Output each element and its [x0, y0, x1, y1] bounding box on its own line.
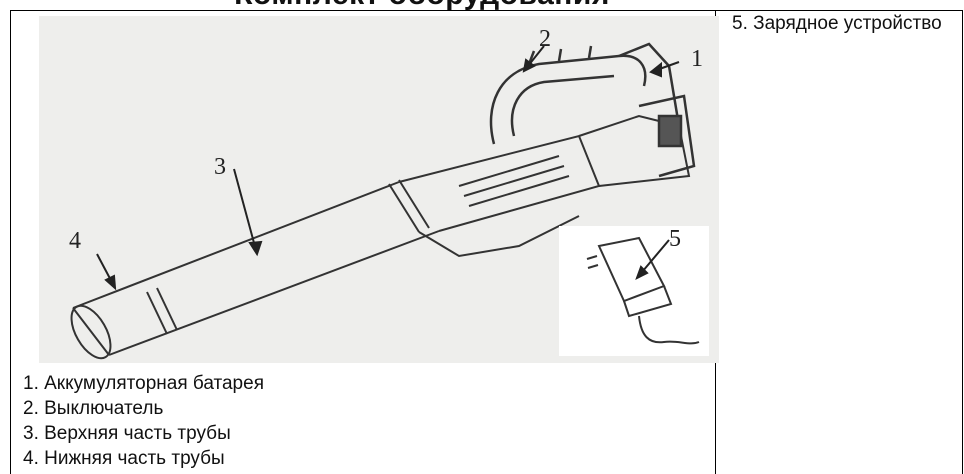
callout-5: 5 — [669, 226, 681, 252]
callout-1: 1 — [691, 46, 703, 72]
equipment-table: 1 2 3 4 5 1. Аккумуляторная батарея 2. В… — [10, 10, 963, 474]
callout-2: 2 — [539, 26, 551, 52]
callout-arrows — [96, 45, 680, 291]
battery-pack — [618, 42, 696, 178]
parts-legend: 1. Аккумуляторная батарея 2. Выключатель… — [23, 371, 264, 471]
charger-drawing — [559, 226, 709, 356]
blower-housing — [398, 114, 691, 232]
legend-item-upper-tube: 3. Верхняя часть трубы — [23, 423, 231, 444]
legend-item-lower-tube: 4. Нижняя часть трубы — [23, 448, 225, 469]
blower-illustration: 1 2 3 4 5 — [39, 16, 719, 363]
callout-3: 3 — [214, 154, 226, 180]
legend-item-switch: 2. Выключатель — [23, 398, 164, 419]
blower-drawing: 1 2 3 4 5 — [69, 26, 709, 360]
page-title: Комплект оборудования — [0, 0, 964, 10]
blower-handle — [489, 45, 647, 145]
callout-4: 4 — [69, 228, 81, 254]
blower-tube — [70, 179, 580, 360]
charger-cell-text: 5. Зарядное устройство — [732, 13, 942, 34]
legend-item-battery: 1. Аккумуляторная батарея — [23, 373, 264, 394]
